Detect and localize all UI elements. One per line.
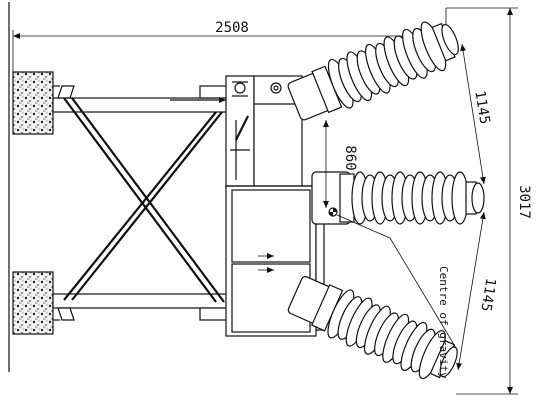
dimension-height-label: 3017 — [516, 185, 532, 219]
support-frame — [52, 85, 233, 321]
dimension-cg-height-label: 860 — [342, 145, 358, 170]
centre-of-gravity-label: Centre of gravity — [437, 266, 450, 379]
bushing-top — [287, 21, 459, 121]
mechanism-housing — [170, 75, 303, 189]
dimension-upper-label: 1145 — [471, 89, 492, 125]
dimension-height: 3017 — [446, 7, 532, 395]
dimension-cg-height: 860 — [323, 120, 358, 208]
foundation-block-bottom — [12, 271, 54, 335]
dimension-width-label: 2508 — [215, 20, 249, 36]
bushing-middle — [311, 171, 485, 225]
dimension-bushing-spacing-upper: 1145 — [460, 43, 492, 185]
centre-of-gravity-marker — [328, 207, 457, 349]
x-bracing — [63, 97, 225, 303]
dimension-bushing-spacing-lower: 1145 — [456, 211, 498, 371]
dimension-width: 2508 — [12, 8, 447, 72]
foundation-block-top — [12, 71, 54, 135]
dimension-lower-label: 1145 — [477, 277, 498, 313]
